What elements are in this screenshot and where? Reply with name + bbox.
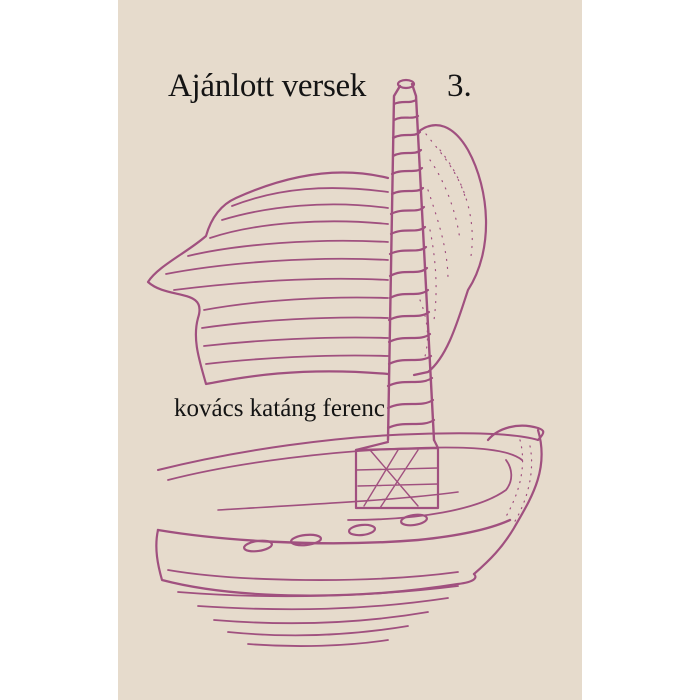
book-cover: Ajánlott versek 3. kovács katáng ferenc — [118, 0, 582, 700]
mast — [386, 84, 402, 442]
hull-deck — [157, 432, 539, 471]
book-title: Ajánlott versek — [168, 68, 367, 104]
porthole — [243, 539, 273, 553]
hull — [156, 518, 512, 545]
front-sail — [146, 171, 390, 386]
back-sail — [412, 124, 488, 377]
porthole — [289, 533, 323, 547]
porthole — [347, 523, 377, 537]
ship-bow — [486, 424, 545, 442]
volume-number: 3. — [447, 68, 472, 104]
porthole — [400, 513, 428, 527]
author-name: kovács katáng ferenc — [174, 395, 385, 422]
ship-illustration — [146, 78, 545, 647]
